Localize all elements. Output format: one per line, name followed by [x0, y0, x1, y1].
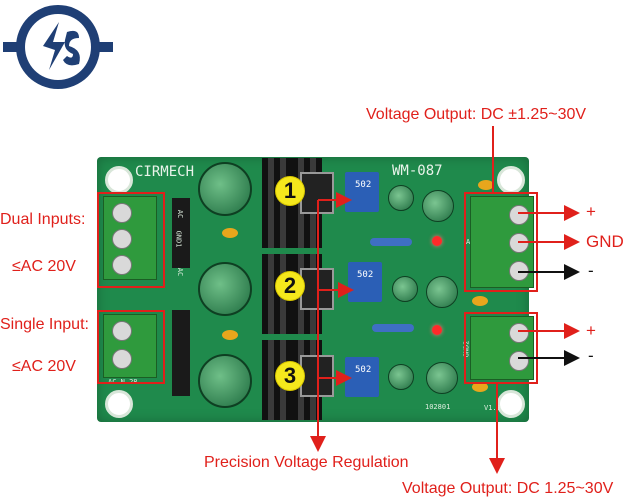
capacitor: [198, 262, 252, 316]
gnd-symbol: GND: [586, 232, 624, 251]
pot-code: 502: [355, 365, 372, 375]
led: [432, 325, 442, 335]
capacitor: [198, 162, 252, 216]
pot-code: 502: [357, 270, 374, 280]
capacitor: [198, 354, 252, 408]
brand-logo: [3, 2, 113, 94]
screw-icon: [112, 229, 132, 249]
ceramic-capacitor: [222, 228, 238, 238]
screw-icon: [112, 203, 132, 223]
highlight-box: [97, 192, 165, 288]
ceramic-capacitor: [222, 330, 238, 340]
input-terminal-single: [103, 314, 157, 378]
regulator-number: 2: [276, 272, 304, 300]
dual-inputs-label: Dual Inputs:: [0, 211, 86, 228]
screw-icon: [112, 349, 132, 369]
output-top-label: Voltage Output: DC ±1.25~30V: [366, 106, 587, 123]
board-brand: CIRMECH: [135, 164, 195, 180]
silk-label: 102801: [425, 403, 451, 411]
logo-icon: [3, 5, 113, 89]
input-terminal-dual: [103, 196, 157, 280]
screw-icon: [112, 255, 132, 275]
highlight-box: [464, 312, 538, 384]
screw-icon: [509, 205, 529, 225]
ceramic-capacitor: [472, 382, 488, 392]
plus-bottom-symbol: +: [586, 321, 596, 340]
minus-bottom-symbol: -: [588, 346, 594, 365]
resistor: [372, 324, 414, 332]
screw-icon: [509, 351, 529, 371]
regulator-number: 3: [276, 362, 304, 390]
screw-icon: [112, 321, 132, 341]
precision-label: Precision Voltage Regulation: [204, 454, 409, 471]
mounting-hole: [497, 390, 525, 418]
output-bottom-label: Voltage Output: DC 1.25~30V: [402, 480, 614, 497]
minus-top-symbol: -: [588, 261, 594, 280]
capacitor: [426, 276, 458, 308]
board-model: WM-087: [392, 163, 443, 179]
capacitor: [426, 362, 458, 394]
highlight-box: [97, 310, 165, 384]
silk-label: V1.0: [484, 404, 501, 412]
resistor: [370, 238, 412, 246]
output-terminal-single: [470, 316, 534, 380]
capacitor: [392, 276, 418, 302]
single-input-label: Single Input:: [0, 316, 89, 333]
bridge-rectifier: [172, 198, 190, 268]
ceramic-capacitor: [472, 296, 488, 306]
ceramic-capacitor: [478, 180, 494, 190]
capacitor: [422, 190, 454, 222]
mounting-hole: [105, 390, 133, 418]
dual-ac-label: ≤AC 20V: [12, 258, 76, 275]
regulator-number: 1: [276, 177, 304, 205]
plus-top-symbol: +: [586, 202, 596, 221]
pot-code: 502: [355, 180, 372, 190]
bridge-rectifier: [172, 310, 190, 396]
capacitor: [388, 185, 414, 211]
screw-icon: [509, 323, 529, 343]
single-ac-label: ≤AC 20V: [12, 358, 76, 375]
capacitor: [388, 364, 414, 390]
led: [432, 236, 442, 246]
